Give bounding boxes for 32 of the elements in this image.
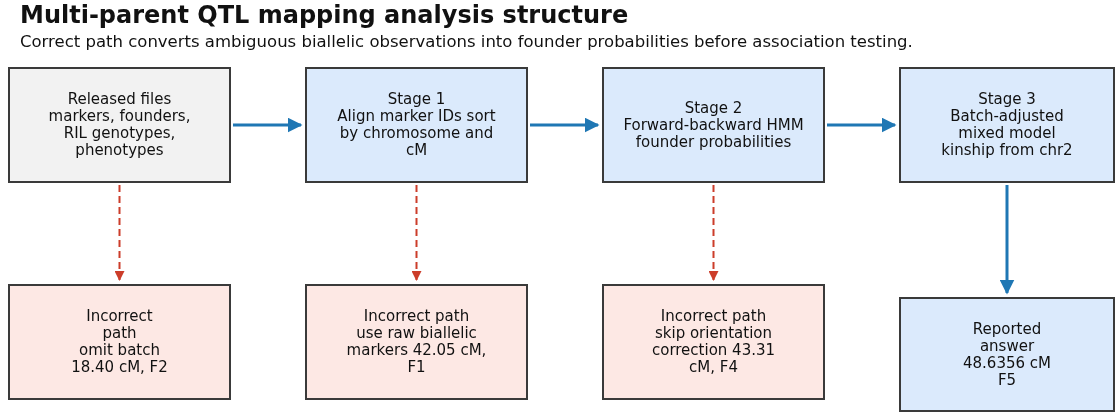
arrow: [114, 184, 125, 281]
arrow: [708, 184, 719, 281]
process-box: [305, 284, 528, 400]
process-box: [602, 67, 825, 183]
box-heading: Incorrect path: [363, 308, 470, 325]
arrow: [827, 117, 897, 133]
box-heading: Reported answer: [971, 320, 1043, 355]
process-box: [602, 284, 825, 400]
box-heading: Incorrect path: [660, 308, 767, 325]
arrow: [530, 117, 600, 133]
arrow: [411, 184, 422, 281]
box-text: markers, founders, RIL genotypes, phenotypes: [47, 108, 192, 159]
box-text: Align marker IDs sort by chromosome and cM: [336, 108, 497, 159]
subtitle: Correct path converts ambiguous biallelic observations into founder probabilities before association testing.: [20, 32, 913, 51]
process-box: [899, 297, 1115, 412]
process-box: [899, 67, 1115, 183]
box-text: use raw biallelic markers 42.05 cM, F1: [346, 325, 487, 376]
box-text: 48.6356 cM F5: [962, 354, 1052, 389]
process-box: [305, 67, 528, 183]
box-heading: Released files: [67, 91, 172, 108]
diagram-title: Multi-parent QTL mapping analysis structure: [20, 1, 629, 29]
box-text: skip orientation correction 43.31 cM, F4: [650, 325, 777, 376]
arrow: [233, 117, 303, 133]
box-text: Forward-backward HMM founder probabilities: [622, 116, 805, 151]
box-heading: Stage 2: [684, 99, 743, 117]
box-heading: Stage 3: [978, 91, 1036, 108]
box-text: Batch-adjusted mixed model kinship from chr2: [940, 108, 1074, 159]
process-box: [8, 67, 231, 183]
box-heading: Stage 1: [387, 91, 446, 108]
box-text: omit batch 18.40 cM, F2: [70, 342, 169, 376]
arrow: [999, 185, 1015, 295]
process-box: [8, 284, 231, 400]
